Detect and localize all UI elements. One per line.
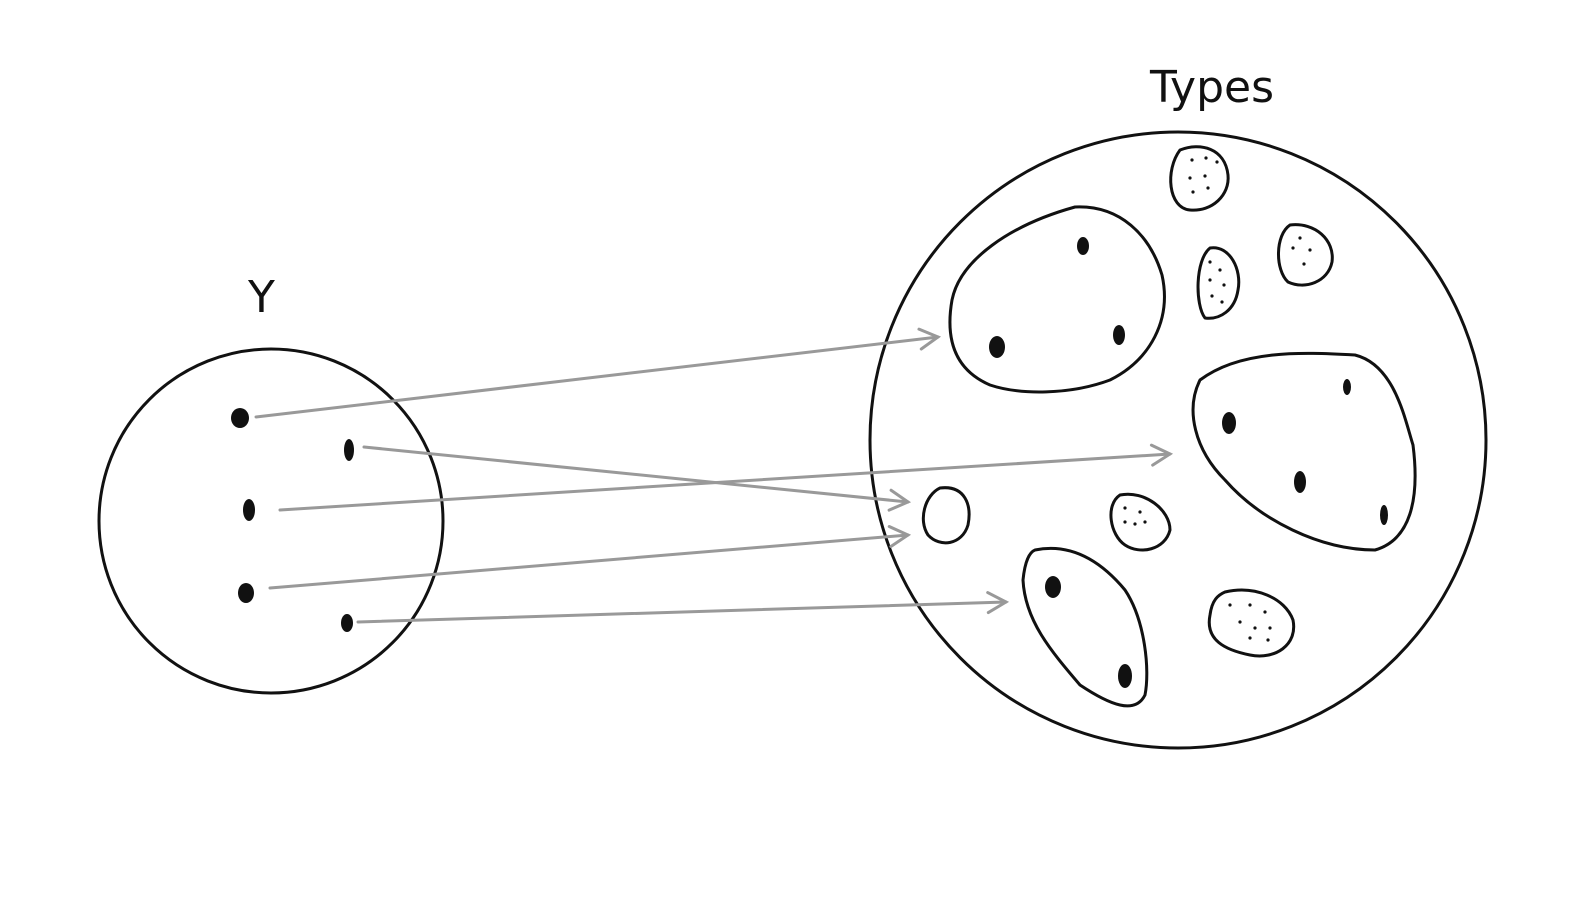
element-2 xyxy=(344,439,354,461)
right-set-types xyxy=(868,130,1488,750)
type-blob-dotted-4 xyxy=(1109,492,1172,552)
type-blob-dotted-1 xyxy=(1169,145,1230,212)
element-5 xyxy=(341,614,353,632)
arrow-element-2 xyxy=(362,445,912,512)
element-1 xyxy=(231,408,249,428)
element-3 xyxy=(243,499,255,521)
element-4 xyxy=(238,583,254,603)
right-set-label: Types xyxy=(1149,62,1274,113)
type-blob-three-dots-top-left xyxy=(948,205,1166,394)
arrow-element-4 xyxy=(268,525,912,590)
type-blob-two-dots-bottom xyxy=(1021,546,1149,708)
type-blob-dotted-2 xyxy=(1196,246,1241,320)
type-blob-four-dots-right xyxy=(1191,351,1417,552)
left-set-label: Y xyxy=(247,272,275,323)
arrow-element-5 xyxy=(356,591,1010,624)
type-blob-dotted-3 xyxy=(1277,223,1334,287)
mapping-arrows xyxy=(254,327,1174,624)
arrow-element-1 xyxy=(254,327,942,419)
left-set-y xyxy=(97,347,445,695)
type-small-empty-blob xyxy=(921,486,971,545)
arrow-element-3 xyxy=(278,443,1174,512)
type-blob-dotted-5 xyxy=(1207,588,1296,658)
